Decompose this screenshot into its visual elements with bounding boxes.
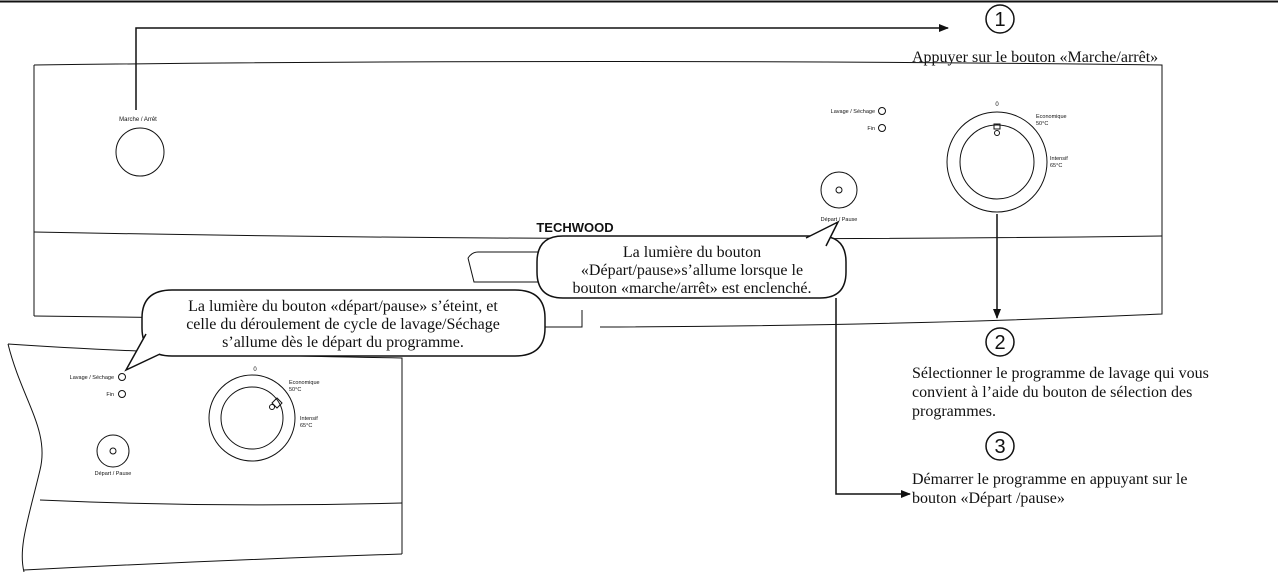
cycle-light-callout-line-3: s’allume dès le départ du programme. — [222, 334, 464, 351]
zoomed-dial-knob[interactable] — [220, 386, 284, 450]
zoomed-panel-fold-line — [39, 499, 403, 506]
zoomed-end-label: Fin — [106, 392, 114, 398]
panel-lower-right-edge — [599, 236, 1163, 328]
zoomed-dial-eco-temp: 50°C — [289, 387, 301, 393]
step-2-badge — [985, 327, 1015, 357]
zoomed-end-light — [118, 390, 126, 398]
step-3-text-line-1: Démarrer le programme en appuyant sur le — [912, 471, 1187, 488]
zoomed-start-pause-button[interactable] — [96, 434, 130, 468]
zoomed-panel — [7, 343, 403, 572]
step-1-number: 1 — [994, 9, 1005, 31]
zoomed-start-pause-label: Départ / Pause — [95, 471, 132, 477]
zoomed-panel-bottom-edge — [23, 553, 403, 571]
start-light-callout-line-3: bouton «marche/arrêt» est enclenché. — [573, 280, 812, 297]
door-handle — [467, 251, 540, 283]
dial-pointer-marker — [993, 123, 1001, 130]
brand-logo: TECHWOOD — [536, 220, 613, 235]
zoomed-dial-eco-label: Economique — [289, 380, 320, 386]
wash-dry-indicator-label: Lavage / Séchage — [831, 109, 875, 115]
start-pause-button[interactable] — [820, 171, 858, 209]
step-2-text-line-3: programmes. — [912, 403, 996, 420]
zoomed-dial-intensive-label: Intensif — [300, 416, 318, 422]
end-indicator-light — [878, 124, 886, 132]
dial-eco-temp: 50°C — [1036, 121, 1048, 127]
program-dial-ring — [946, 111, 1048, 213]
zoomed-dial-intensive-temp: 65°C — [300, 423, 312, 429]
step-3-number: 3 — [994, 436, 1005, 458]
start-pause-light — [835, 186, 843, 194]
zoomed-dial-pointer — [271, 397, 283, 409]
zoomed-wash-dry-light — [118, 373, 126, 381]
dial-zero-label: 0 — [995, 102, 999, 108]
arrow-to-step-1 — [135, 24, 949, 110]
cycle-light-callout-pointer — [124, 333, 161, 372]
dial-intensive-temp: 65°C — [1050, 163, 1062, 169]
zoomed-wash-dry-label: Lavage / Séchage — [70, 375, 114, 381]
dial-eco-label: Economique — [1036, 114, 1067, 120]
program-dial-knob[interactable] — [959, 124, 1035, 200]
cycle-light-callout-line-1: La lumière du bouton «départ/pause» s’ét… — [188, 298, 498, 315]
arrow-to-step-3 — [835, 298, 911, 498]
zoomed-panel-top-edge — [7, 343, 403, 554]
cycle-light-callout-bubble — [141, 289, 546, 357]
power-button-label: Marche / Arrêt — [119, 117, 157, 123]
start-light-callout-pointer — [805, 220, 840, 247]
step-1-badge — [985, 4, 1015, 34]
step-1-text: Appuyer sur le bouton «Marche/arrêt» — [912, 49, 1158, 66]
cycle-light-callout-line-2: celle du déroulement de cycle de lavage/… — [186, 316, 500, 333]
power-button[interactable] — [115, 127, 165, 177]
zoomed-start-pause-light — [109, 447, 117, 455]
step-2-text-line-1: Sélectionner le programme de lavage qui … — [912, 365, 1209, 382]
step-2-text-line-2: convient à l’aide du bouton de sélection… — [912, 384, 1192, 401]
step-3-text-line-2: bouton «Départ /pause» — [912, 490, 1065, 507]
start-light-callout-line-2: «Départ/pause»s’allume lorsque le — [581, 262, 803, 279]
start-light-callout-line-1: La lumière du bouton — [623, 244, 761, 261]
zoomed-dial-dot — [269, 404, 275, 410]
step-2-number: 2 — [994, 332, 1005, 354]
start-light-callout-bubble — [536, 235, 847, 299]
dial-intensive-label: Intensif — [1050, 156, 1068, 162]
end-indicator-label: Fin — [867, 126, 875, 132]
start-pause-label: Départ / Pause — [821, 217, 858, 223]
zoomed-panel-tear-edge — [7, 343, 43, 572]
panel-top-edge — [33, 61, 1163, 236]
step-3-badge — [985, 431, 1015, 461]
zoomed-dial-ring — [208, 374, 296, 462]
zoomed-dial-zero-label: 0 — [253, 367, 257, 373]
dial-position-dot — [994, 130, 1000, 136]
wash-dry-indicator-light — [878, 107, 886, 115]
